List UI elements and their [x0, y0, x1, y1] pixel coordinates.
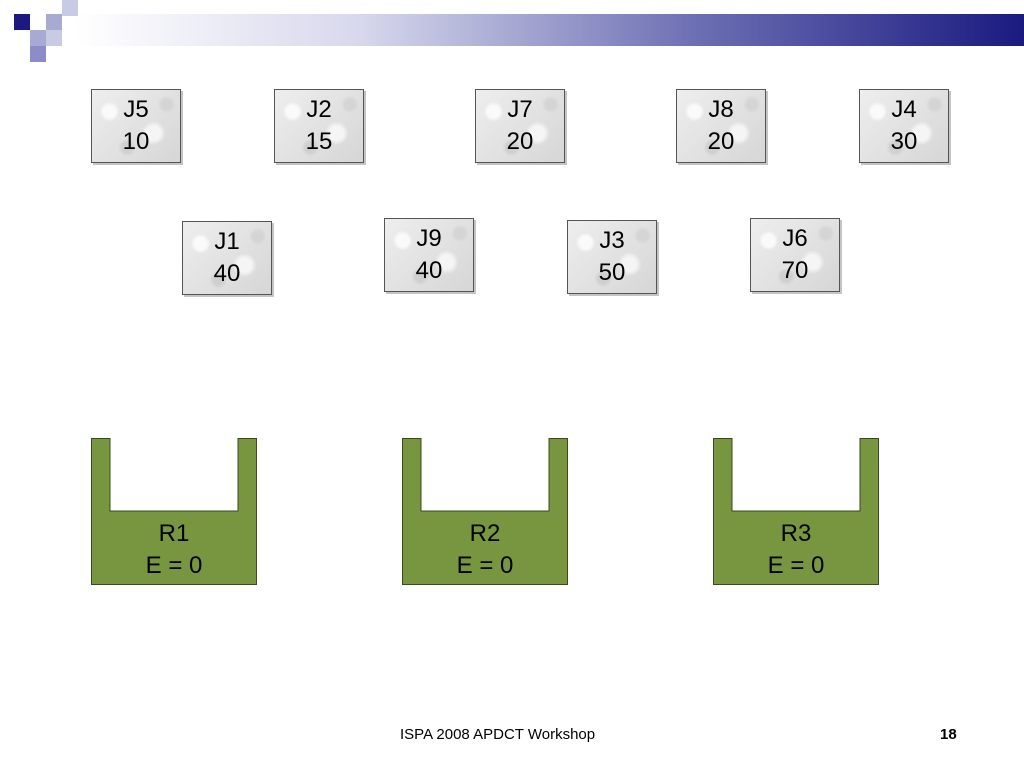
job-id: J8 [708, 96, 734, 123]
job-id: J9 [416, 225, 442, 252]
job-value: 20 [707, 128, 735, 155]
job-value: 15 [305, 128, 333, 155]
decor-square [14, 14, 30, 30]
job-box-j4: J4 30 [859, 89, 949, 163]
machine-bin-shape [713, 438, 879, 585]
job-box-j2: J2 15 [274, 89, 364, 163]
job-value: 20 [506, 128, 534, 155]
machine-label: R1 E = 0 [91, 518, 257, 582]
job-value: 70 [781, 257, 809, 284]
machine-name: R2 [469, 520, 501, 547]
machine-name: R3 [780, 520, 812, 547]
job-box-j8: J8 20 [676, 89, 766, 163]
footer-text: ISPA 2008 APDCT Workshop [400, 726, 596, 743]
machine-bin-shape [402, 438, 568, 585]
job-id: J7 [507, 96, 533, 123]
header-gradient-bar [76, 14, 1024, 46]
page-number: 18 [940, 726, 957, 743]
machine-r1: R1 E = 0 [91, 438, 257, 585]
machine-energy: E = 0 [767, 552, 825, 579]
job-box-j3: J3 50 [567, 220, 657, 294]
decor-square [30, 30, 46, 46]
job-box-j9: J9 40 [384, 218, 474, 292]
job-id: J6 [782, 225, 808, 252]
job-id: J5 [123, 96, 149, 123]
job-id: J3 [599, 227, 625, 254]
job-value: 10 [122, 128, 150, 155]
decor-square [46, 14, 62, 30]
job-id: J4 [891, 96, 917, 123]
job-box-j1: J1 40 [182, 221, 272, 295]
decor-square [30, 14, 46, 30]
job-id: J1 [214, 228, 240, 255]
machine-label: R3 E = 0 [713, 518, 879, 582]
job-value: 40 [213, 260, 241, 287]
job-box-j6: J6 70 [750, 218, 840, 292]
decor-square [62, 0, 78, 16]
machine-r2: R2 E = 0 [402, 438, 568, 585]
job-value: 30 [890, 128, 918, 155]
machine-name: R1 [158, 520, 190, 547]
job-id: J2 [306, 96, 332, 123]
machine-energy: E = 0 [145, 552, 203, 579]
machine-bin-shape [91, 438, 257, 585]
machine-label: R2 E = 0 [402, 518, 568, 582]
decor-square [30, 46, 46, 62]
decor-square [46, 30, 62, 46]
job-box-j5: J5 10 [91, 89, 181, 163]
job-value: 40 [415, 257, 443, 284]
machine-r3: R3 E = 0 [713, 438, 879, 585]
machine-energy: E = 0 [456, 552, 514, 579]
job-value: 50 [598, 259, 626, 286]
job-box-j7: J7 20 [475, 89, 565, 163]
